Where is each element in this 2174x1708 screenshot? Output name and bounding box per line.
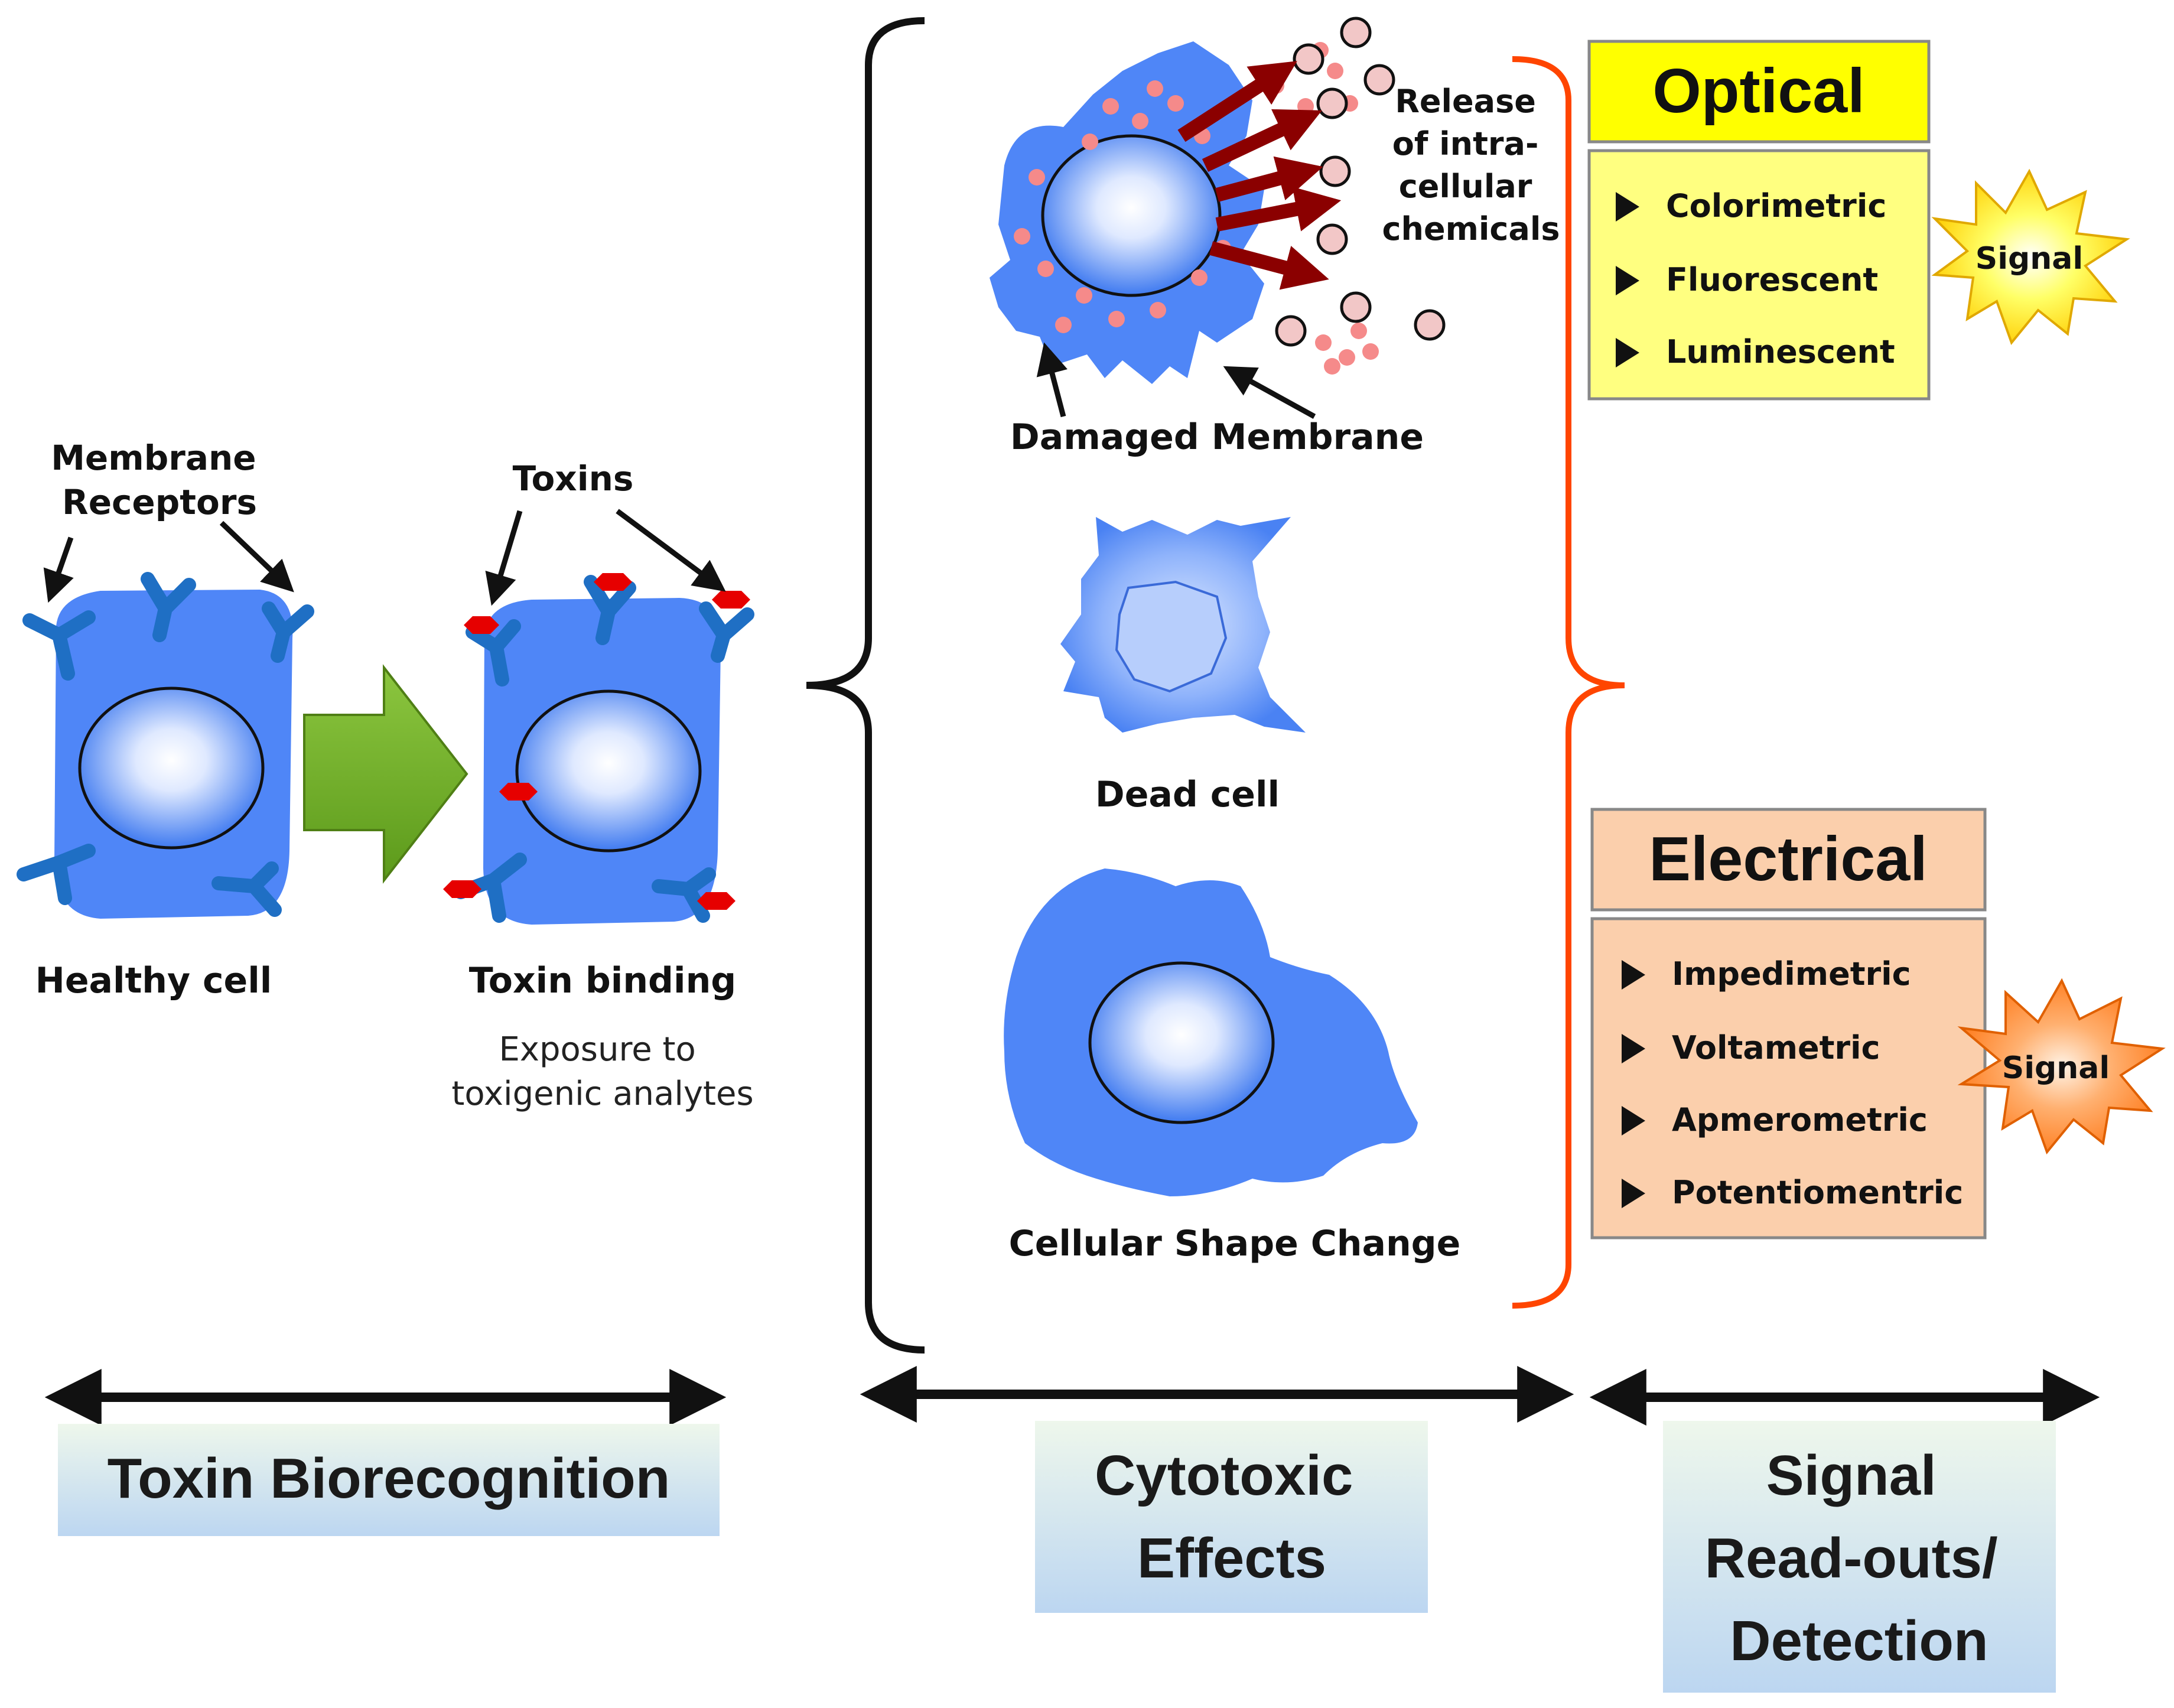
healthy-cell-illustration [17,572,314,919]
healthy-cell-label: Healthy cell [35,960,272,1001]
electrical-readout-panel: Electrical Impedimetric Voltametric Apme… [1590,808,2166,1239]
optical-title: Optical [1652,56,1864,126]
electrical-signal-burst: Signal [1957,978,2166,1155]
optical-method-item: Luminescent [1666,333,1895,370]
list-bullet-icon [1616,338,1639,367]
toxin-binding-label: Toxin binding [469,960,736,1001]
damaged-membrane-label: Damaged Membrane [1010,417,1424,458]
list-bullet-icon [1622,1106,1645,1136]
signal-readouts-box [1663,1421,2056,1693]
electrical-method-item: Potentiomentric [1672,1174,1963,1211]
signal-readouts-label: Signal Read-outs/ Detection [1705,1444,2014,1673]
toxins-label: Toxins [513,458,634,499]
membrane-receptor-icons [17,572,314,917]
dead-cell-label: Dead cell [1095,774,1280,815]
toxin-biorecognition-label: Toxin Biorecognition [108,1447,671,1510]
membrane-receptors-label: Membrane Receptors [51,438,268,522]
optical-title-box [1587,40,1931,144]
damage-pointer-arrow-left [1036,342,1068,418]
cytotoxic-effects-label: Cytotoxic Effects [1095,1444,1369,1590]
electrical-method-item: Voltametric [1672,1029,1880,1066]
optical-method-list: Colorimetric Fluorescent Luminescent [1616,187,1895,370]
optical-signal-burst: Signal [1931,168,2130,346]
list-bullet-icon [1616,192,1639,222]
damaged-cell-illustration [990,17,1446,384]
release-arrows [1177,61,1342,290]
cytotoxic-effects-box [1035,1421,1428,1613]
receptor-pointer-arrow-left [43,536,74,603]
optical-method-item: Fluorescent [1666,261,1878,298]
toxin-molecule-icons [443,573,750,910]
burst-icon [1931,168,2130,346]
toxin-pointer-arrow-left [485,510,523,606]
effects-curly-brace [806,17,925,1354]
toxin-biorecognition-box [58,1424,720,1536]
toxin-pointer-arrow-right [616,509,726,592]
electrical-methods-box [1590,917,1987,1239]
optical-methods-box [1587,149,1931,401]
cellular-shape-change-label: Cellular Shape Change [1009,1223,1461,1264]
toxin-binding-cell-nucleus [515,689,702,853]
list-bullet-icon [1616,266,1639,295]
electrical-method-item: Apmerometric [1672,1101,1928,1138]
healthy-cell-nucleus [78,687,265,850]
shape-change-cell-nucleus [1088,961,1275,1124]
intracellular-dots [1014,80,1231,333]
readout-curly-brace [1512,56,1625,1309]
process-arrow-icon [303,664,468,884]
list-bullet-icon [1622,1034,1645,1063]
electrical-method-list: Impedimetric Voltametric Apmerometric Po… [1622,955,1963,1211]
bound-receptor-icons [454,575,754,923]
optical-signal-label: Signal [1976,241,2083,276]
optical-method-item: Colorimetric [1666,187,1886,225]
list-bullet-icon [1622,1179,1645,1208]
receptor-pointer-arrow-right [219,520,294,593]
list-bullet-icon [1622,960,1645,990]
shape-change-cell-illustration [1004,868,1418,1196]
burst-icon [1957,978,2166,1155]
damaged-cell-nucleus [1041,134,1222,297]
electrical-signal-label: Signal [2002,1050,2110,1086]
damage-pointer-arrow-right [1223,366,1316,419]
electrical-title-box [1590,808,1987,912]
electrical-method-item: Impedimetric [1672,955,1911,993]
dead-cell-nucleus [1115,580,1228,693]
toxin-binding-cell-illustration [443,573,754,925]
exposure-label: Exposure to toxigenic analytes [451,1030,753,1113]
electrical-title: Electrical [1649,824,1927,894]
dead-cell-illustration [1060,517,1306,733]
optical-readout-panel: Optical Colorimetric Fluorescent Lumines… [1587,40,2130,401]
release-label: Release of intra- cellular chemicals [1382,83,1560,248]
